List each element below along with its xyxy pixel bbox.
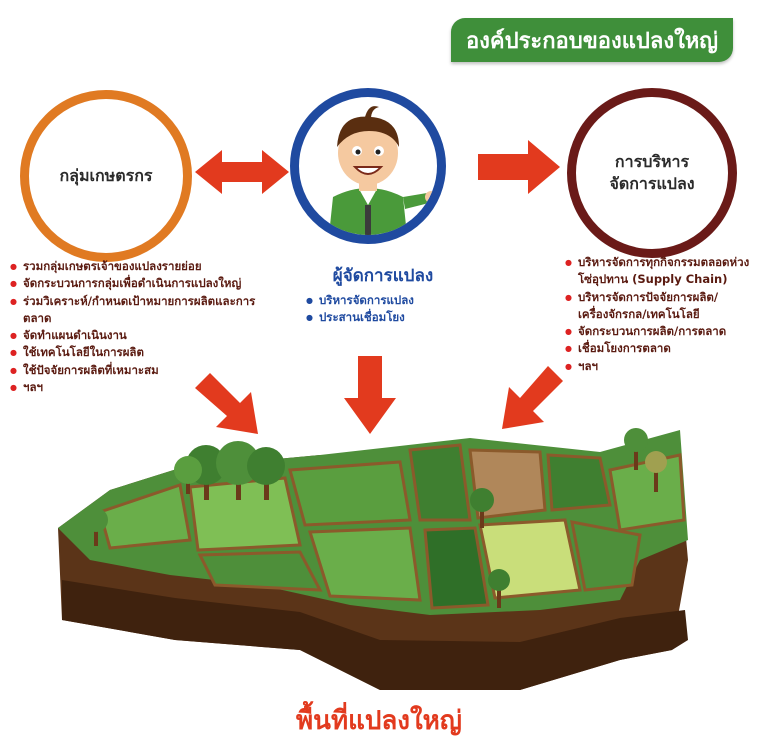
list-item: จัดกระบวนการกลุ่มเพื่อดำเนินการแปลงใหญ่ — [10, 275, 270, 292]
farmer-group-circle: กลุ่มเกษตรกร — [20, 90, 192, 262]
field-patch — [408, 443, 472, 522]
management-circle: การบริหาร จัดการแปลง — [567, 88, 737, 258]
large-plot-area-label: พื้นที่แปลงใหญ่ — [296, 706, 462, 736]
list-item: บริหารจัดการปัจจัยการผลิต/เครื่องจักรกล/… — [565, 289, 755, 324]
tree — [488, 569, 510, 608]
list-item: จัดทำแผนดำเนินงาน — [10, 327, 270, 344]
list-item: ร่วมวิเคราะห์/กำหนดเป้าหมายการผลิตและการ… — [10, 293, 270, 328]
list-item: ฯลฯ — [10, 379, 270, 396]
field-patch — [197, 550, 323, 592]
arrow-to-management — [478, 140, 560, 194]
tree — [624, 428, 667, 492]
manager-character-illustration — [329, 106, 437, 235]
list-item: ประสานเชื่อมโยง — [306, 309, 476, 326]
field-patch — [98, 483, 192, 550]
management-title-line2: จัดการแปลง — [609, 174, 695, 193]
arrow-manager-to-land — [344, 356, 396, 434]
tree — [470, 488, 494, 528]
list-item: บริหารจัดการแปลง — [306, 292, 476, 309]
field-patch — [546, 453, 612, 512]
manager-circle — [290, 88, 446, 244]
header-badge: องค์ประกอบของแปลงใหญ่ — [451, 18, 733, 62]
manager-list: บริหารจัดการแปลง ประสานเชื่อมโยง — [306, 292, 476, 327]
double-arrow — [195, 150, 289, 194]
management-title: การบริหาร จัดการแปลง — [609, 151, 694, 194]
list-item: เชื่อมโยงการตลาด — [565, 340, 755, 357]
list-item: บริหารจัดการทุกกิจกรรมตลอดห่วงโซ่อุปทาน … — [565, 254, 755, 289]
arrow-management-to-land — [502, 366, 563, 429]
list-item: ฯลฯ — [565, 358, 755, 375]
field-patch — [570, 520, 642, 592]
list-item: รวมกลุ่มเกษตรเจ้าของแปลงรายย่อย — [10, 258, 270, 275]
field-patch — [307, 526, 422, 602]
farmer-group-title: กลุ่มเกษตรกร — [59, 166, 153, 186]
list-item: จัดกระบวนการผลิต/การตลาด — [565, 323, 755, 340]
tree-cluster — [174, 441, 285, 500]
field-patch — [288, 460, 412, 527]
field-patch — [188, 476, 302, 552]
management-list: บริหารจัดการทุกกิจกรรมตลอดห่วงโซ่อุปทาน … — [565, 254, 755, 375]
field-patch — [423, 526, 490, 610]
tree — [84, 508, 108, 546]
list-item: ใช้ปัจจัยการผลิตที่เหมาะสม — [10, 362, 270, 379]
list-item: ใช้เทคโนโลยีในการผลิต — [10, 344, 270, 361]
farmer-group-list: รวมกลุ่มเกษตรเจ้าของแปลงรายย่อย จัดกระบว… — [10, 258, 270, 396]
manager-title: ผู้จัดการแปลง — [332, 266, 434, 286]
management-title-line1: การบริหาร — [614, 152, 690, 172]
soil-shadow — [62, 580, 688, 690]
